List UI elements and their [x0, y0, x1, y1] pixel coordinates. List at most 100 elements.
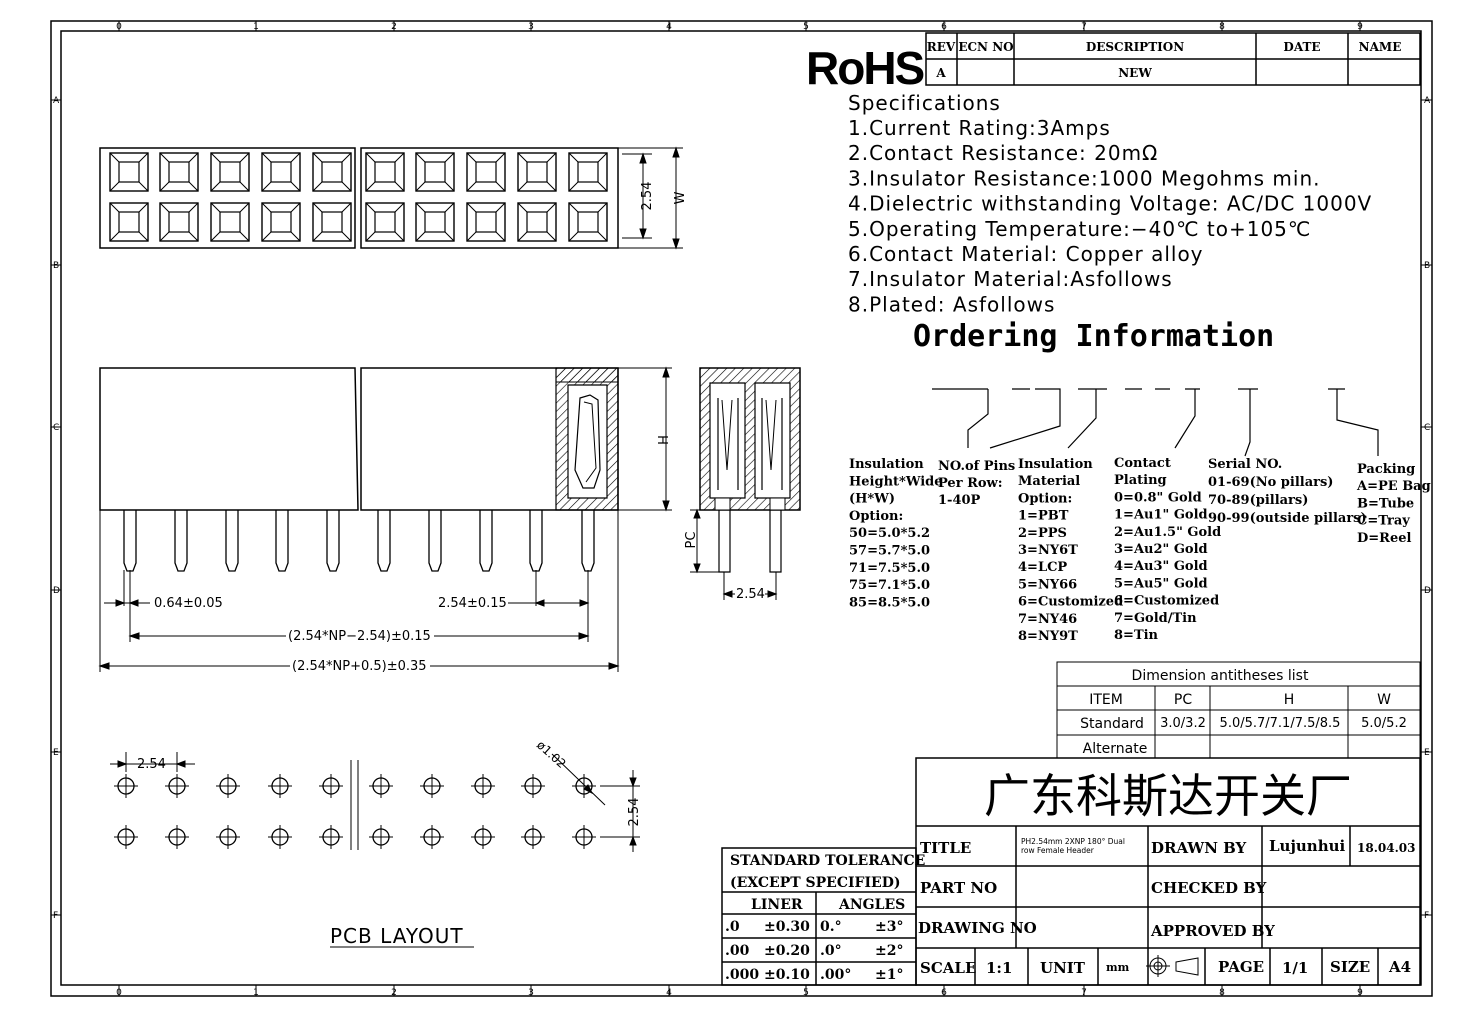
drawn-by-label: DRAWN BY — [1151, 839, 1247, 857]
socket-outer — [312, 152, 352, 192]
pcb-hole-center — [165, 774, 189, 798]
pin — [529, 510, 543, 572]
dim-header-h: H — [1284, 692, 1295, 708]
frame-letter-right: A — [1424, 96, 1431, 106]
frame-letter-right: D — [1424, 586, 1431, 596]
socket-outer — [466, 152, 506, 192]
frame-letter-left: E — [53, 748, 59, 758]
pcb-hole-center — [471, 774, 495, 798]
ordering-option: 7=Gold/Tin — [1114, 611, 1197, 626]
pin — [377, 510, 391, 572]
ordering-option: 1-40P — [938, 493, 981, 508]
socket-chamfer — [210, 202, 250, 242]
pcb-hole-center — [114, 774, 138, 798]
height-dim: H — [657, 435, 672, 445]
ordering-columns: InsulationHeight*Wide(H*W)Option:50=5.0*… — [849, 456, 1431, 644]
frame-number-bottom: 6 — [941, 988, 947, 998]
tolerance-value: ±0.10 — [764, 967, 810, 983]
frame-number-bottom: 8 — [1219, 988, 1225, 998]
ordering-option: 90-99(outside pillars) — [1208, 511, 1367, 526]
socket-outer — [568, 202, 608, 242]
pcb-hole-center — [268, 825, 292, 849]
frame-number-bottom: 9 — [1357, 988, 1363, 998]
frame-letter-left: C — [53, 423, 59, 433]
socket-outer — [415, 152, 455, 192]
ordering-option: Serial NO. — [1208, 457, 1282, 472]
ordering-option: Option: — [849, 509, 903, 524]
tolerance-value: ±0.20 — [764, 943, 810, 959]
ordering-option: 6=Customized — [1018, 595, 1123, 610]
frame-letter-left: F — [53, 911, 58, 921]
ordering-option: 57=5.7*5.0 — [849, 544, 930, 559]
date-value: 18.04.03 — [1357, 841, 1415, 855]
side-view: PC 2.54 — [684, 367, 801, 602]
pcb-holes — [114, 774, 596, 849]
side-pitch-dim: 2.54 — [736, 587, 765, 602]
socket-inner — [424, 211, 446, 233]
ordering-code-lines — [932, 388, 1379, 457]
ordering-option: 3=NY6T — [1018, 543, 1078, 558]
ordering-option: 1=Au1" Gold — [1114, 508, 1208, 523]
scale-label: SCALE — [920, 959, 976, 977]
spec-item: 3.Insulator Resistance:1000 Megohms min. — [848, 166, 1321, 190]
frame-number-bottom: 1 — [253, 988, 259, 998]
page-label: PAGE — [1218, 958, 1264, 976]
ordering-option: 5=Au5" Gold — [1114, 576, 1208, 591]
dim-header-w: W — [1377, 692, 1391, 708]
name-header: NAME — [1359, 40, 1402, 54]
socket-inner — [219, 161, 241, 183]
socket-inner — [118, 211, 140, 233]
socket-inner — [424, 161, 446, 183]
ordering-option: 01-69(No pillars) — [1208, 475, 1333, 490]
dim-header-pc: PC — [1174, 692, 1192, 708]
socket-outer — [109, 152, 149, 192]
tolerance-value: .00° — [820, 967, 851, 983]
socket-outer — [517, 152, 557, 192]
socket-chamfer — [109, 202, 149, 242]
specifications: Specifications 1.Current Rating:3Amps2.C… — [848, 91, 1372, 316]
front-view-pins — [123, 510, 595, 572]
ordering-option: 6=Customized — [1114, 594, 1219, 609]
socket-chamfer — [261, 202, 301, 242]
spec-item: 4.Dielectric withstanding Voltage: AC/DC… — [848, 192, 1372, 216]
socket-inner — [475, 211, 497, 233]
socket-chamfer — [312, 152, 352, 192]
tolerance-value: 0.° — [820, 919, 842, 935]
top-view: 2.54 W — [99, 146, 688, 250]
ordering-option: NO.of Pins — [938, 459, 1015, 474]
pin-width-dim: 0.64±0.05 — [154, 596, 223, 611]
revision-table: REV ECN NO DESCRIPTION DATE NAME A NEW — [925, 32, 1421, 86]
ordering-option: Packing — [1357, 462, 1415, 477]
socket-outer — [261, 152, 301, 192]
page-value: 1/1 — [1282, 959, 1308, 977]
tolerance-table: STANDARD TOLERANCE (EXCEPT SPECIFIED) LI… — [721, 847, 925, 986]
socket-chamfer — [159, 202, 199, 242]
ordering-option: 2=Au1.5" Gold — [1114, 525, 1221, 540]
socket-inner — [374, 211, 396, 233]
ordering-option: 8=NY9T — [1018, 629, 1078, 644]
ordering-option: (H*W) — [849, 492, 895, 507]
ordering-option: B=Tube — [1357, 496, 1414, 511]
frame-number-bottom: 5 — [803, 988, 809, 998]
width-dim: W — [673, 191, 688, 204]
socket-outer — [312, 202, 352, 242]
socket-inner — [374, 161, 396, 183]
dimension-list-table: Dimension antitheses list ITEM PC H W St… — [1056, 661, 1421, 759]
spec-item: 5.Operating Temperature:−40℃ to+105℃ — [848, 217, 1311, 241]
spec-item: 1.Current Rating:3Amps — [848, 116, 1111, 140]
socket-outer — [159, 202, 199, 242]
frame-number-top: 7 — [1081, 22, 1087, 32]
frame-ticks — [51, 21, 1432, 996]
ordering-option: 4=Au3" Gold — [1114, 559, 1208, 574]
frame-letter-left: B — [53, 261, 59, 271]
pcb-hole-center — [319, 774, 343, 798]
drawn-by-value: Lujunhui — [1269, 837, 1346, 855]
ordering-option: 0=0.8" Gold — [1114, 490, 1202, 505]
front-section — [555, 367, 619, 511]
pcb-hole-center — [420, 774, 444, 798]
ordering-option: A=PE Bag — [1356, 479, 1431, 494]
pitch-length-dim: (2.54*NP−2.54)±0.15 — [288, 629, 431, 644]
ordering-option: Insulation — [849, 457, 924, 472]
ordering-option: 1=PBT — [1018, 509, 1069, 524]
socket-outer — [210, 202, 250, 242]
